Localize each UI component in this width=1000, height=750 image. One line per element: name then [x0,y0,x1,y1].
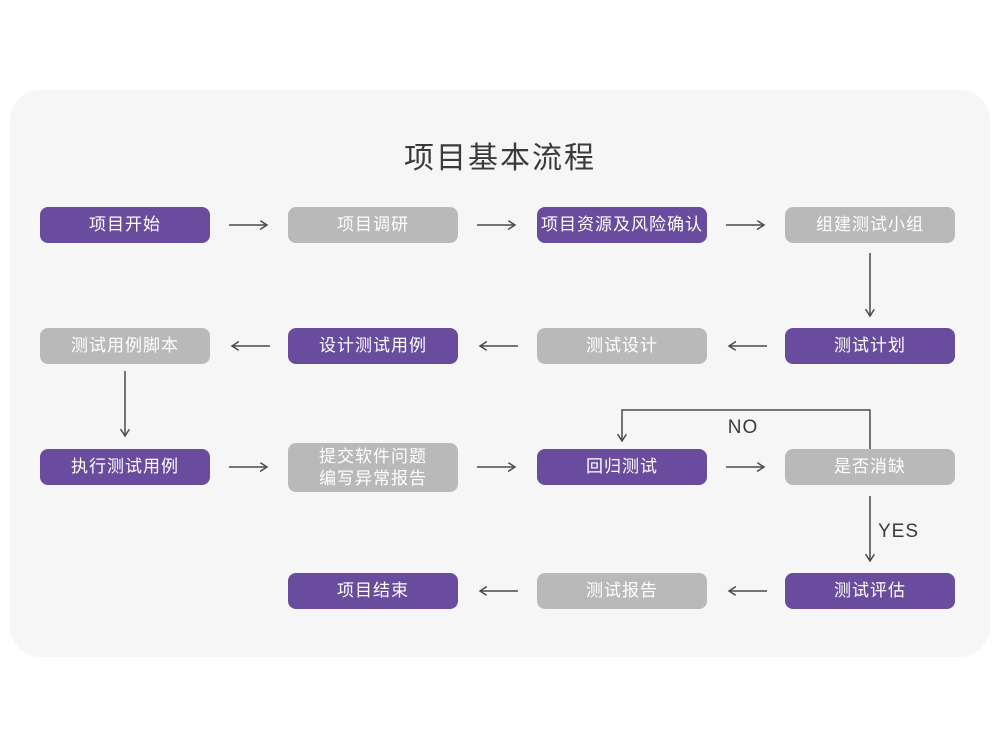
node-test-design: 测试设计 [537,328,707,364]
node-label: 项目资源及风险确认 [541,215,703,234]
node-label: 项目结束 [337,581,409,600]
node-label: 测试报告 [586,581,658,600]
node-project-start: 项目开始 [40,207,210,243]
node-build-test-team: 组建测试小组 [785,207,955,243]
node-label: 执行测试用例 [71,457,179,476]
node-design-test-cases: 设计测试用例 [288,328,458,364]
branch-label-no: NO [727,417,759,438]
node-defect-cleared: 是否消缺 [785,449,955,485]
node-regression-test: 回归测试 [537,449,707,485]
node-label: 回归测试 [586,457,658,476]
branch-label-yes: YES [878,521,920,542]
node-test-case-script: 测试用例脚本 [40,328,210,364]
node-test-report: 测试报告 [537,573,707,609]
node-test-plan: 测试计划 [785,328,955,364]
node-label: 设计测试用例 [319,336,427,355]
flowchart-card [10,90,990,657]
node-label: 测试评估 [834,581,906,600]
node-resource-risk-confirm: 项目资源及风险确认 [537,207,707,243]
node-label: 测试计划 [834,336,906,355]
node-label: 测试用例脚本 [71,336,179,355]
node-label: 测试设计 [586,336,658,355]
node-label: 项目调研 [337,215,409,234]
node-label: 项目开始 [89,215,161,234]
page-title: 项目基本流程 [404,142,596,175]
node-label-line2: 编写异常报告 [319,468,427,488]
node-label-line1: 提交软件问题 [319,446,427,466]
node-label: 组建测试小组 [816,215,924,234]
node-project-research: 项目调研 [288,207,458,243]
node-label: 是否消缺 [834,457,906,476]
node-project-end: 项目结束 [288,573,458,609]
node-test-evaluation: 测试评估 [785,573,955,609]
node-submit-issue-report: 提交软件问题 编写异常报告 [288,443,458,492]
node-execute-test-cases: 执行测试用例 [40,449,210,485]
